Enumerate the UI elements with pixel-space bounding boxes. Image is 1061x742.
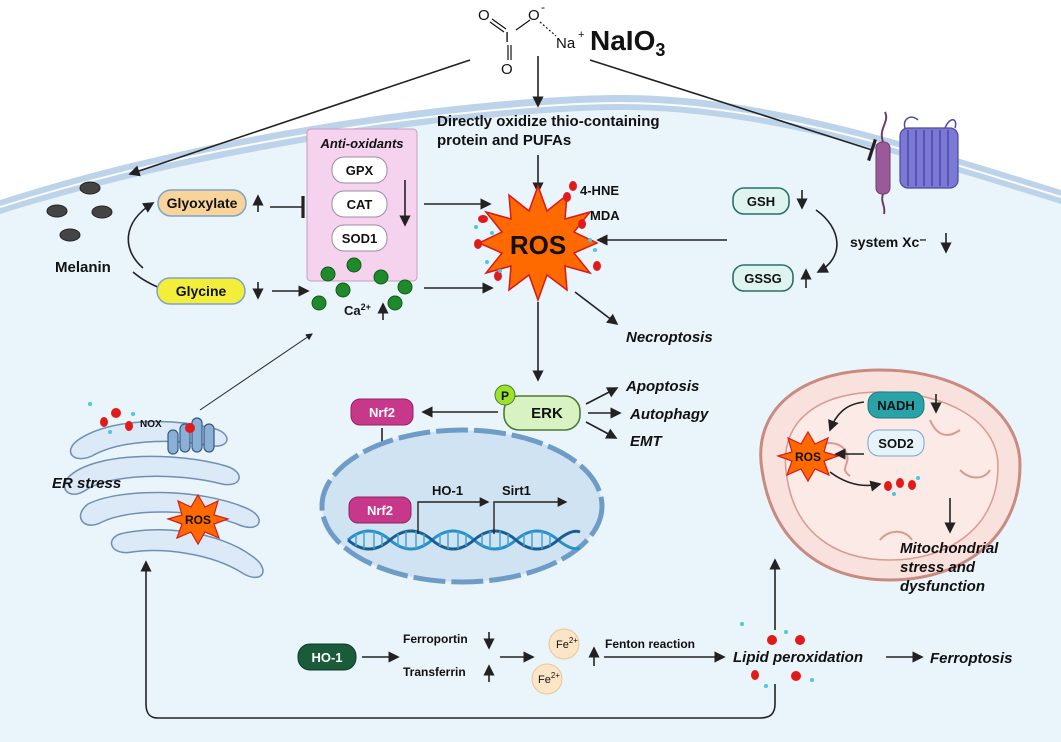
antioxidant-sod1: SOD1 xyxy=(331,224,388,252)
autophagy-label: Autophagy xyxy=(629,406,709,423)
nrf2-cyto-box xyxy=(350,398,414,426)
direct-oxidation-line1: Directly oxidize thio-containing xyxy=(437,113,660,130)
lipid-cyan-dots xyxy=(740,622,814,688)
antioxidants-title: Anti-oxidants xyxy=(319,136,403,151)
fe-ion-b xyxy=(531,663,563,695)
calcium-label: Ca2+ xyxy=(344,302,371,318)
apoptosis-label: Apoptosis xyxy=(625,378,699,395)
emt-label: EMT xyxy=(630,433,664,450)
svg-text:GPX: GPX xyxy=(346,163,374,178)
ros-cyan-dots xyxy=(474,225,597,273)
promoter-arrow-sirt1 xyxy=(493,497,568,534)
nadh-box xyxy=(867,391,925,419)
inhibit-naio3-system-xc xyxy=(589,59,877,162)
lipid-peroxidation-label: Lipid peroxidation xyxy=(733,649,863,666)
system-xc-label: system Xc⁻ xyxy=(850,234,927,250)
ho1-box xyxy=(297,643,357,671)
promoter-arrow-ho1 xyxy=(417,497,490,534)
ros-burst-er xyxy=(166,493,230,546)
ferroportin-label: Ferroportin xyxy=(403,632,468,646)
mito-cyan-dots xyxy=(892,476,920,496)
direct-oxidation-line2: protein and PUFAs xyxy=(437,132,571,149)
sod2-box xyxy=(867,429,925,457)
glycine-label: Glycine xyxy=(176,283,227,299)
arrow-naio3-to-melanin xyxy=(128,59,471,177)
mito-dysfunction-line3: dysfunction xyxy=(900,578,985,595)
structure-minus-sign: - xyxy=(541,0,545,14)
mito-dysfunction-line1: Mitochondrial xyxy=(900,540,999,557)
ho1-gene-label: HO-1 xyxy=(432,483,463,498)
arrow-mito-ros-out xyxy=(829,471,882,492)
ros-burst-central xyxy=(477,183,599,303)
fe-ion-b-label: Fe2+ xyxy=(538,671,560,686)
structure-sodium: Na xyxy=(556,35,576,52)
arrow-nadh-to-ros xyxy=(828,401,865,432)
dna-helix xyxy=(347,529,581,551)
erk-label: ERK xyxy=(531,405,563,422)
ros-red-dots xyxy=(474,181,601,281)
arrow-ros-to-necroptosis xyxy=(574,291,619,326)
fe-ion-a-label: Fe2+ xyxy=(556,636,578,651)
arrow-gsh-to-gssg xyxy=(815,209,838,273)
hne-label: 4-HNE xyxy=(580,183,619,198)
phospho-marker xyxy=(494,384,516,406)
structure-iodine: I xyxy=(505,29,509,46)
sirt1-gene-label: Sirt1 xyxy=(502,483,531,498)
glyoxylate-label: Glyoxylate xyxy=(167,195,238,211)
ros-mito-label: ROS xyxy=(795,450,821,464)
ros-central-label: ROS xyxy=(510,230,566,260)
necroptosis-label: Necroptosis xyxy=(626,329,713,346)
arrow-erk-to-emt xyxy=(585,421,618,439)
fe-ion-a xyxy=(548,628,580,660)
glycine-box xyxy=(156,277,246,305)
structure-oxygen-top: O xyxy=(478,7,490,24)
erk-box xyxy=(503,395,581,431)
svg-text:CAT: CAT xyxy=(347,197,373,212)
arrow-er-to-calcium xyxy=(199,333,313,411)
arrow-lipid-to-er xyxy=(140,560,776,719)
ros-er-label: ROS xyxy=(185,513,211,527)
structure-oxygen-bottom: O xyxy=(501,61,513,78)
mito-red-dots xyxy=(884,478,916,491)
gsh-box xyxy=(732,187,790,215)
nrf2-cyto-label: Nrf2 xyxy=(369,405,395,420)
er-stress-label: ER stress xyxy=(52,475,121,492)
phospho-label: P xyxy=(501,389,509,403)
naio3-formula: NaIO3 xyxy=(590,25,665,60)
arrow-erk-to-apoptosis xyxy=(585,387,619,405)
gssg-box xyxy=(732,264,794,292)
er-cyan-dots xyxy=(88,402,135,434)
ros-burst-mito xyxy=(776,430,840,483)
melanin-granules xyxy=(46,181,113,242)
ho1-label: HO-1 xyxy=(311,650,342,665)
mito-dysfunction-line2: stress and xyxy=(900,559,976,576)
arrow-melanin-to-glyoxylate xyxy=(127,202,155,269)
svg-text:SOD1: SOD1 xyxy=(342,231,377,246)
system-xc-transporter xyxy=(875,111,959,215)
fenton-label: Fenton reaction xyxy=(605,637,695,651)
transferrin-label: Transferrin xyxy=(403,665,466,679)
calcium-dots xyxy=(311,257,413,311)
mda-label: MDA xyxy=(590,208,620,223)
structure-plus-sign: + xyxy=(578,29,584,41)
nrf2-nucleus-box xyxy=(348,496,412,524)
melanin-label: Melanin xyxy=(55,259,111,276)
gssg-label: GSSG xyxy=(744,271,782,286)
ferroptosis-label: Ferroptosis xyxy=(930,650,1013,667)
antioxidant-gpx: GPX xyxy=(331,156,388,184)
nrf2-nucleus-label: Nrf2 xyxy=(367,503,393,518)
lipid-red-dots xyxy=(751,635,805,681)
glyoxylate-box xyxy=(157,189,247,217)
gsh-label: GSH xyxy=(747,194,775,209)
sod2-label: SOD2 xyxy=(878,436,913,451)
er-red-dots xyxy=(100,408,195,433)
arrow-glycine-to-melanin xyxy=(132,271,161,289)
nox-label: NOX xyxy=(140,419,162,430)
structure-oxygen-minus: O xyxy=(528,7,540,24)
naio3-structure: O O - I O Na + NaIO3 xyxy=(478,0,665,78)
nadh-label: NADH xyxy=(877,398,915,413)
antioxidant-cat: CAT xyxy=(331,190,388,218)
